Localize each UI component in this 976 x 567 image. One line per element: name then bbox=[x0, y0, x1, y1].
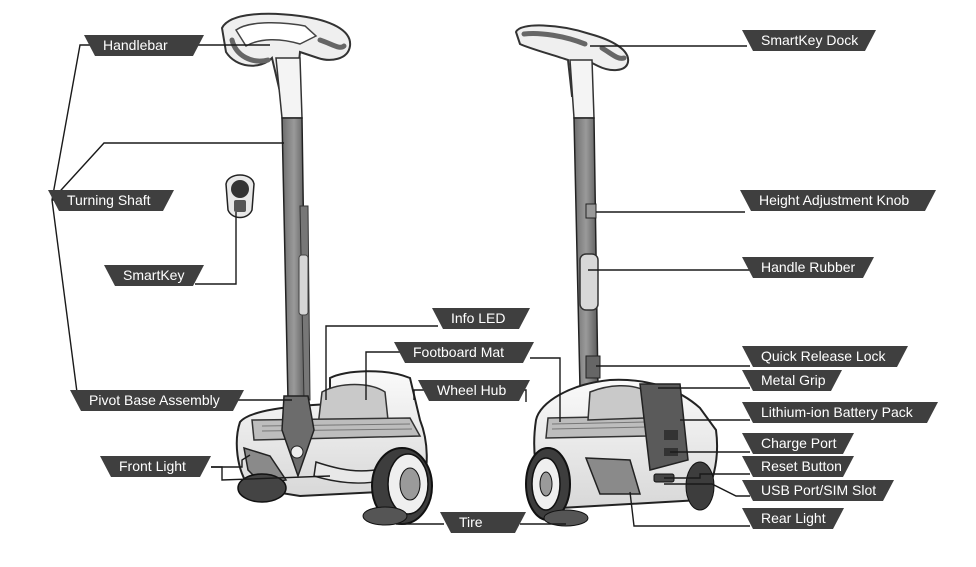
label-tire: Tire bbox=[440, 512, 526, 533]
left-scooter bbox=[222, 14, 432, 525]
label-usb-port-sim-slot: USB Port/SIM Slot bbox=[742, 480, 894, 501]
label-smartkey-dock: SmartKey Dock bbox=[742, 30, 876, 51]
label-wheel-hub: Wheel Hub bbox=[418, 380, 530, 401]
smartkey-device bbox=[226, 175, 254, 218]
label-turning-shaft: Turning Shaft bbox=[48, 190, 174, 211]
label-height-adjustment-knob: Height Adjustment Knob bbox=[740, 190, 936, 211]
label-rear-light: Rear Light bbox=[742, 508, 844, 529]
label-footboard-mat: Footboard Mat bbox=[394, 342, 534, 363]
label-metal-grip: Metal Grip bbox=[742, 370, 842, 391]
label-quick-release-lock: Quick Release Lock bbox=[742, 346, 908, 367]
label-charge-port: Charge Port bbox=[742, 433, 854, 454]
label-handlebar: Handlebar bbox=[84, 35, 204, 56]
label-pivot-base-assembly: Pivot Base Assembly bbox=[70, 390, 244, 411]
label-smartkey: SmartKey bbox=[104, 265, 204, 286]
label-handle-rubber: Handle Rubber bbox=[742, 257, 874, 278]
label-front-light: Front Light bbox=[100, 456, 211, 477]
label-info-led: Info LED bbox=[432, 308, 530, 329]
label-reset-button: Reset Button bbox=[742, 456, 854, 477]
right-scooter bbox=[516, 25, 717, 526]
label-lithium-ion-battery-pack: Lithium-ion Battery Pack bbox=[742, 402, 938, 423]
